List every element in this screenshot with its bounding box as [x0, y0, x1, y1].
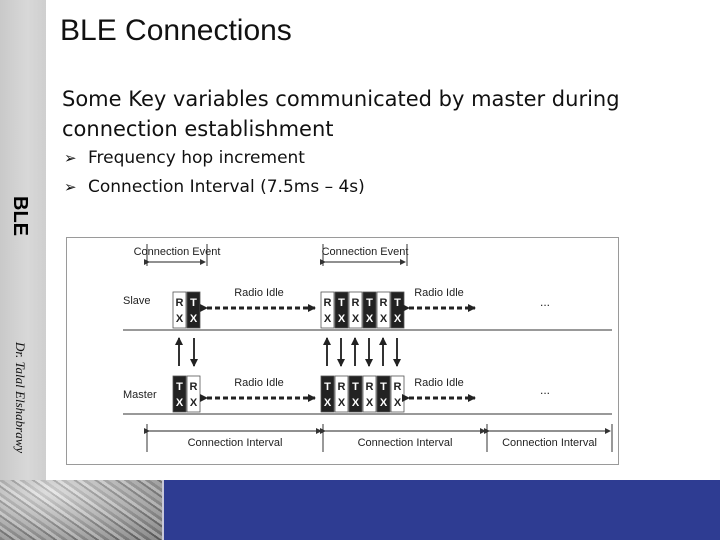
master-event-cell-3-top-label: R — [366, 381, 374, 393]
bullet-text: Connection Interval (7.5ms – 4s) — [88, 177, 365, 197]
arrow-bullet-icon: ➢ — [64, 149, 77, 167]
connection-interval-label-1: Connection Interval — [358, 437, 453, 449]
slave-radio-idle-label-2: Radio Idle — [414, 287, 464, 299]
slave-event-cell-5-bottom-label: X — [394, 313, 402, 325]
slave-rx-cell-bottom-label: X — [176, 313, 184, 325]
slave-event-cell-2-top-label: R — [352, 297, 360, 309]
master-event-cell-2 — [348, 375, 363, 413]
slave-event-cell-2 — [348, 291, 363, 329]
connection-event-label: Connection Event — [134, 246, 221, 258]
connection-interval-label-0: Connection Interval — [188, 437, 283, 449]
master-tx-cell-top-label: T — [176, 381, 183, 393]
master-event-cell-1-bottom-label: X — [338, 397, 346, 409]
slave-tx-cell-bottom-label: X — [190, 313, 198, 325]
master-event-cell-5-top-label: R — [394, 381, 402, 393]
slave-event-cell-1-bottom-label: X — [338, 313, 346, 325]
master-event-cell-2-bottom-label: X — [352, 397, 360, 409]
master-tx-cell — [172, 375, 187, 413]
master-event-cell-4-bottom-label: X — [380, 397, 388, 409]
slave-event-cell-1-top-label: T — [338, 297, 345, 309]
slave-event-cell-0-top-label: R — [324, 297, 332, 309]
slave-event-cell-2-bottom-label: X — [352, 313, 360, 325]
master-event-cell-0 — [320, 375, 335, 413]
slave-tx-cell-top-label: T — [190, 297, 197, 309]
slave-event-cell-5-top-label: T — [394, 297, 401, 309]
master-event-cell-2-top-label: T — [352, 381, 359, 393]
left-side-band — [0, 0, 46, 480]
arrow-bullet-icon: ➢ — [64, 178, 77, 196]
slave-event-cell-4 — [376, 291, 391, 329]
slave-event-cell-3 — [362, 291, 377, 329]
slave-event-cell-0 — [320, 291, 335, 329]
master-ellipsis: ... — [540, 383, 550, 397]
slave-event-cell-4-top-label: R — [380, 297, 388, 309]
footer-divider — [162, 480, 164, 540]
bullet-item: ➢ Frequency hop increment — [64, 144, 365, 173]
master-rx-cell-bottom-label: X — [190, 397, 198, 409]
bullet-item: ➢ Connection Interval (7.5ms – 4s) — [64, 173, 365, 202]
master-role-label: Master — [123, 389, 157, 401]
bullet-text: Frequency hop increment — [88, 148, 305, 168]
master-event-cell-0-bottom-label: X — [324, 397, 332, 409]
connection-interval-label-2: Connection Interval — [502, 437, 597, 449]
slave-event-cell-1 — [334, 291, 349, 329]
author-label: Dr. Talal Elshabrawy — [13, 342, 28, 454]
master-event-cell-4 — [376, 375, 391, 413]
master-event-cell-5-bottom-label: X — [394, 397, 402, 409]
master-event-cell-0-top-label: T — [324, 381, 331, 393]
master-event-cell-1-top-label: R — [338, 381, 346, 393]
slave-rx-cell — [172, 291, 187, 329]
intro-text: Some Key variables communicated by maste… — [62, 87, 620, 141]
master-tx-cell-bottom-label: X — [176, 397, 184, 409]
slave-role-label: Slave — [123, 295, 151, 307]
master-event-cell-1 — [334, 375, 349, 413]
master-event-cell-3-bottom-label: X — [366, 397, 374, 409]
slide-title: BLE Connections — [60, 14, 292, 47]
master-event-cell-3 — [362, 375, 377, 413]
slave-radio-idle-label: Radio Idle — [234, 287, 284, 299]
side-tag: BLE — [9, 196, 31, 236]
slave-event-cell-3-top-label: T — [366, 297, 373, 309]
slave-event-cell-3-bottom-label: X — [366, 313, 374, 325]
slave-rx-cell-top-label: R — [176, 297, 184, 309]
slave-ellipsis: ... — [540, 295, 550, 309]
connection-event-label: Connection Event — [322, 246, 409, 258]
master-rx-cell-top-label: R — [190, 381, 198, 393]
master-event-cell-4-top-label: T — [380, 381, 387, 393]
master-radio-idle-label-2: Radio Idle — [414, 377, 464, 389]
bullet-list: ➢ Frequency hop increment ➢ Connection I… — [64, 144, 365, 202]
slave-event-cell-0-bottom-label: X — [324, 313, 332, 325]
circuit-board-image — [0, 480, 162, 540]
master-radio-idle-label: Radio Idle — [234, 377, 284, 389]
slave-event-cell-4-bottom-label: X — [380, 313, 388, 325]
